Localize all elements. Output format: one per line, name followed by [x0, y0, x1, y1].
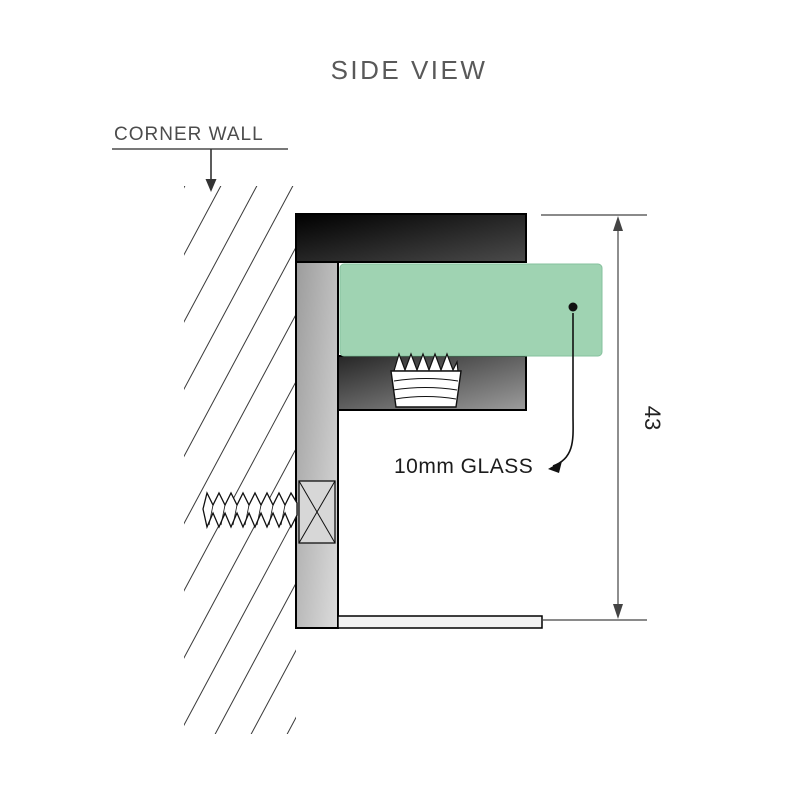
- corner-wall-arrowhead-icon: [205, 179, 217, 192]
- wall-hatching: [184, 186, 296, 734]
- bracket-stem: [295, 213, 339, 629]
- dimension-arrow-top-icon: [613, 216, 623, 231]
- glass-callout: 10mm GLASS: [394, 302, 578, 478]
- wall-screw-thread-lines: [208, 504, 286, 526]
- wall-screw-head-cross-2: [298, 480, 336, 544]
- grub-screw-threads: [392, 378, 459, 400]
- glass-leader-arrowhead-icon: [548, 461, 562, 473]
- glass-label: 10mm GLASS: [394, 455, 533, 478]
- dimension-arrow-bottom-icon: [613, 604, 623, 619]
- corner-wall-callout: CORNER WALL: [112, 124, 288, 192]
- grub-screw: [390, 352, 462, 408]
- bracket-bottom-foot: [337, 615, 543, 629]
- dimension-43: 43: [541, 214, 665, 621]
- wall-screw-shank: [202, 491, 298, 530]
- wall-screw: [202, 480, 336, 544]
- glass-leader-dot: [568, 302, 578, 312]
- corner-wall-label: CORNER WALL: [114, 124, 264, 145]
- bracket-top-arm: [295, 213, 527, 263]
- grub-screw-spring: [393, 352, 459, 372]
- diagram-title: SIDE VIEW: [331, 55, 488, 85]
- glass-panel: [339, 263, 603, 357]
- dimension-value: 43: [640, 406, 665, 430]
- grub-screw-body: [390, 370, 462, 408]
